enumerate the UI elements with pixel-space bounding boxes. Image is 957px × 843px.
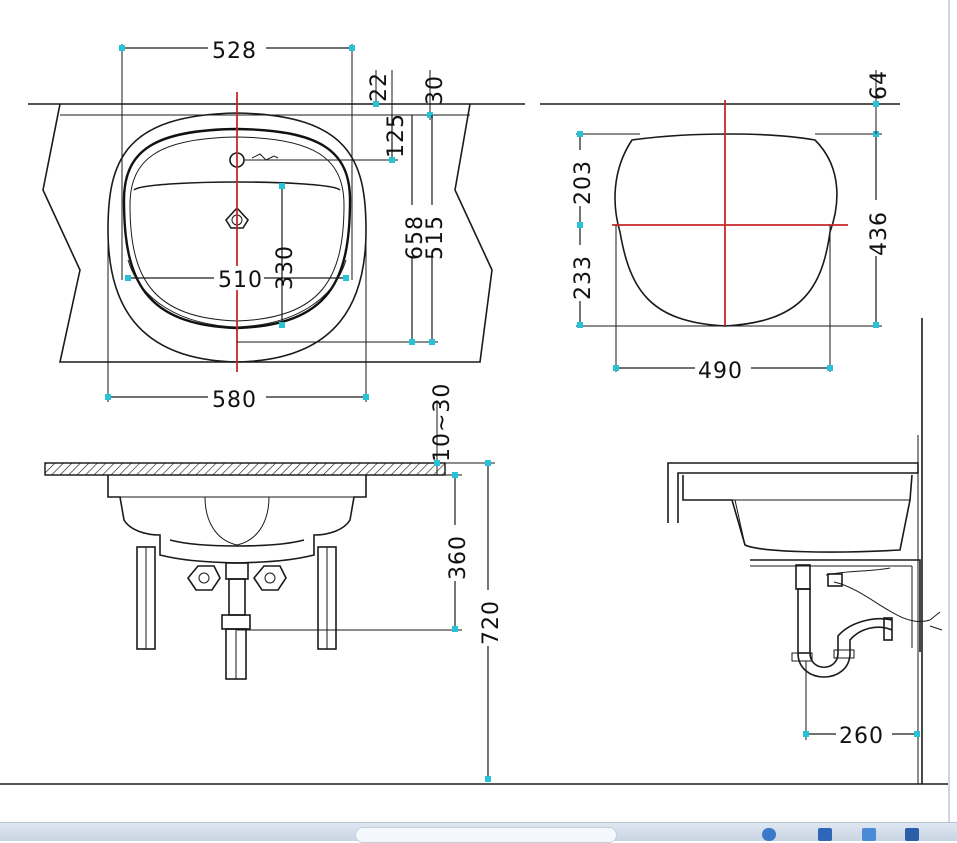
- taskbar-app-icon-2[interactable]: [818, 828, 832, 841]
- taskbar-app-icon[interactable]: [762, 828, 776, 841]
- dim-490: 490: [698, 359, 743, 384]
- technical-drawing: 528 510 330 580 22 30 125: [0, 36, 948, 785]
- dim-64: 64: [867, 70, 892, 100]
- window-edge: [948, 0, 950, 822]
- taskbar: [0, 822, 957, 843]
- dim-30: 30: [423, 75, 448, 105]
- taskbar-app-icon-3[interactable]: [862, 828, 876, 841]
- bowl-plan-view: 203 233 436 64 490: [540, 70, 900, 384]
- taskbar-app-icon-4[interactable]: [905, 828, 919, 841]
- dim-330: 330: [273, 245, 298, 290]
- dim-436: 436: [867, 211, 892, 256]
- dim-260: 260: [839, 724, 884, 749]
- dim-510: 510: [218, 268, 263, 293]
- dim-360: 360: [446, 535, 471, 580]
- dim-580: 580: [212, 388, 257, 413]
- dim-515: 515: [423, 215, 448, 260]
- dim-125: 125: [384, 113, 409, 158]
- dim-528: 528: [212, 39, 257, 64]
- side-elevation: 260: [667, 318, 943, 784]
- plan-view: 528 510 330 580 22 30 125: [28, 36, 525, 413]
- dim-10-30: 10~30: [430, 383, 455, 462]
- dim-203: 203: [571, 160, 596, 205]
- dim-233: 233: [571, 255, 596, 300]
- dim-720: 720: [479, 600, 504, 645]
- dim-22: 22: [367, 72, 392, 102]
- dim-658: 658: [403, 215, 428, 260]
- front-elevation: 360 10~30 720: [0, 383, 948, 785]
- taskbar-search-pill[interactable]: [355, 827, 617, 843]
